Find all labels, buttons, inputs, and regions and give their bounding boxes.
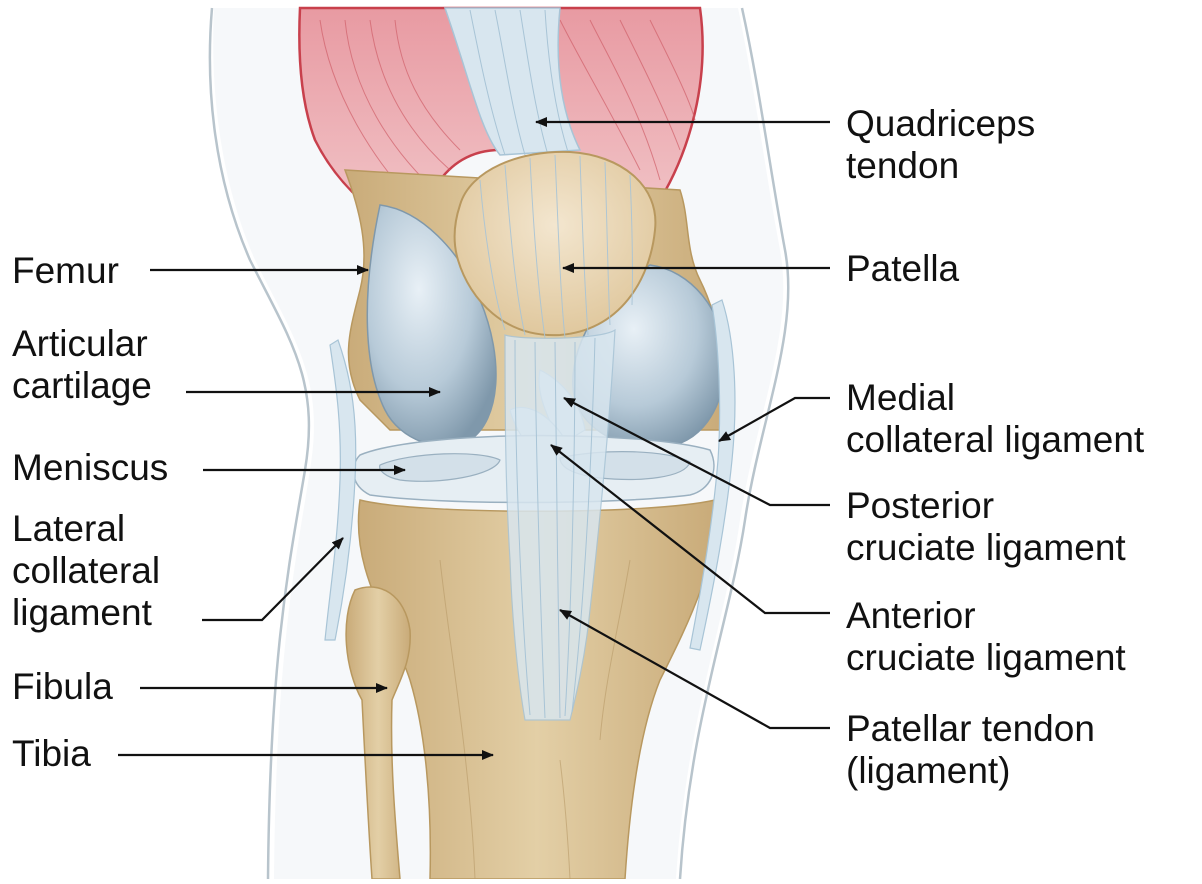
- label-patella: Patella: [846, 248, 959, 290]
- label-patellar-tendon: Patellar tendon (ligament): [846, 708, 1095, 792]
- label-posterior-cruciate-ligament: Posterior cruciate ligament: [846, 485, 1126, 569]
- label-articular-cartilage: Articular cartilage: [12, 323, 152, 407]
- label-meniscus: Meniscus: [12, 447, 168, 489]
- label-lateral-collateral-ligament: Lateral collateral ligament: [12, 508, 160, 634]
- label-medial-collateral-ligament: Medial collateral ligament: [846, 377, 1144, 461]
- label-fibula: Fibula: [12, 666, 113, 708]
- label-femur: Femur: [12, 250, 119, 292]
- label-quadriceps-tendon: Quadriceps tendon: [846, 103, 1035, 187]
- label-tibia: Tibia: [12, 733, 91, 775]
- label-anterior-cruciate-ligament: Anterior cruciate ligament: [846, 595, 1126, 679]
